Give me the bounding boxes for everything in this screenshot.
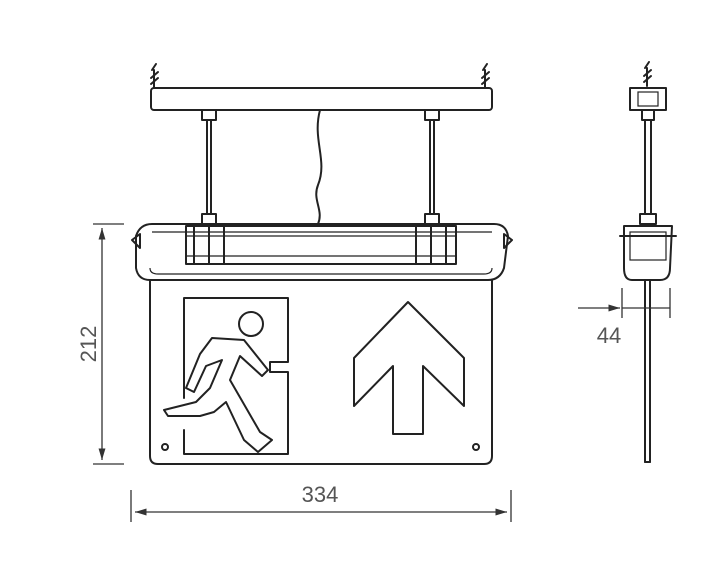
running-man-icon	[163, 297, 289, 455]
panel-screw-right	[472, 443, 480, 451]
power-cable	[315, 109, 323, 225]
depth-dimension-label: 44	[597, 323, 621, 348]
suspension-rod-right	[424, 109, 440, 225]
side-ceiling-mount	[629, 87, 667, 111]
front-view	[131, 63, 513, 465]
depth-dimension: 44	[578, 288, 671, 348]
panel-screw-left	[161, 443, 169, 451]
ceiling-screw-right	[481, 63, 490, 89]
width-dimension: 334	[130, 482, 512, 522]
ceiling-plate	[150, 87, 493, 111]
width-dimension-label: 334	[302, 482, 339, 507]
arrow-up-icon	[353, 301, 465, 435]
sign-housing	[131, 223, 513, 281]
ceiling-screw-left	[150, 63, 159, 89]
side-housing	[619, 225, 677, 281]
suspension-rod-left	[201, 109, 217, 225]
sign-panel	[149, 279, 493, 465]
height-dimension: 212	[76, 223, 124, 465]
height-dimension-label: 212	[76, 326, 101, 363]
side-view	[619, 61, 677, 463]
